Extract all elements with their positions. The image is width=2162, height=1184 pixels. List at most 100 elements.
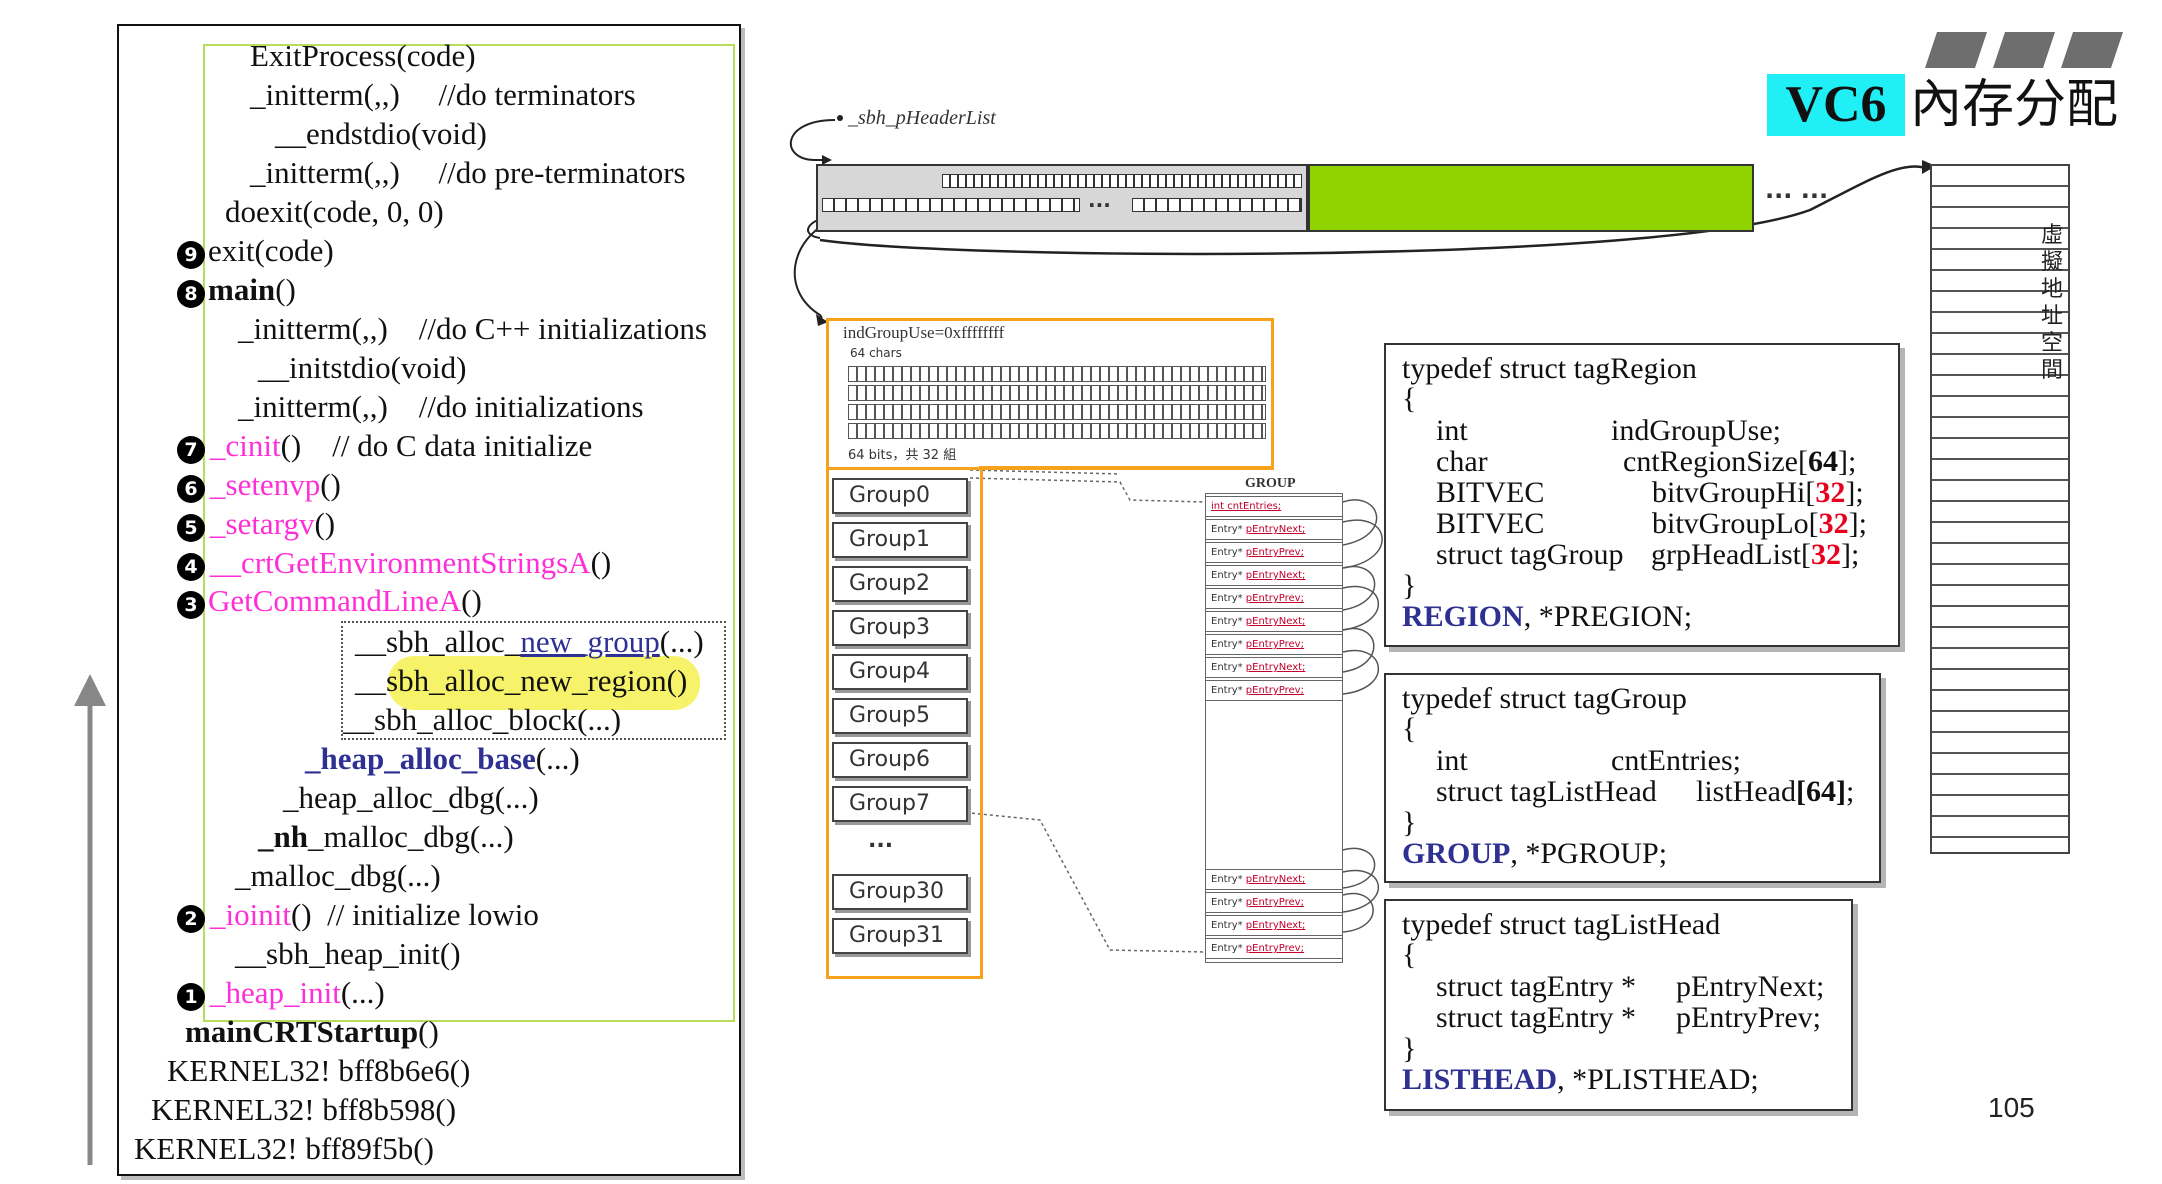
entry-next: pEntryNext; xyxy=(1245,570,1306,581)
stack-line: _nh_malloc_dbg(...) xyxy=(258,819,514,855)
field-name: cntRegionSize[64]; xyxy=(1623,446,1856,478)
call-direction-arrow xyxy=(74,674,106,1165)
entry-prev-cell: Entry* pEntryPrev; xyxy=(1205,634,1343,655)
brace-open: { xyxy=(1402,382,1417,415)
stack-line: _setenvp() xyxy=(210,467,341,503)
args: (...) xyxy=(659,624,704,659)
group-box: Group0 xyxy=(832,478,968,514)
group-box: Group5 xyxy=(832,698,968,734)
group-ellipsis: ... xyxy=(868,828,894,853)
stack-line: _heap_alloc_base(...) xyxy=(305,741,580,777)
entry-prev: pEntryPrev; xyxy=(1245,639,1304,650)
entry-type: Entry* xyxy=(1211,662,1243,673)
crtgetenv-function: __crtGetEnvironmentStringsA xyxy=(210,545,591,580)
stack-line: KERNEL32! bff8b598() xyxy=(151,1092,457,1127)
index: 32 xyxy=(1815,476,1846,509)
title-highlight xyxy=(1767,74,1905,136)
group-header: GROUP xyxy=(1245,476,1296,491)
entry-prev: pEntryPrev; xyxy=(1245,547,1304,558)
heap-init-function: _heap_init xyxy=(210,975,341,1010)
group-array-frame-edge xyxy=(979,466,1274,469)
group-array-frame xyxy=(826,466,983,979)
struct-tail: REGION, *PREGION; xyxy=(1402,601,1692,633)
entry-prev-cell: Entry* pEntryPrev; xyxy=(1205,892,1343,913)
new-group-link: new_group xyxy=(520,624,660,659)
field-type: BITVEC xyxy=(1436,476,1545,509)
header-list-label: _sbh_pHeaderList xyxy=(848,107,996,129)
step-number: 3 xyxy=(177,591,205,619)
entry-next: pEntryNext; xyxy=(1245,920,1306,931)
index: 32 xyxy=(1810,538,1841,571)
entry-type: Entry* xyxy=(1211,943,1243,954)
stack-line: __sbh_alloc_block(...) xyxy=(343,702,622,737)
getcommandline-function: GetCommandLineA xyxy=(208,583,462,618)
field-type: struct tagEntry * xyxy=(1436,1001,1636,1034)
brace-close: } xyxy=(1402,806,1417,839)
step-number: 9 xyxy=(177,241,205,269)
entry-prev-cell: Entry* pEntryPrev; xyxy=(1205,938,1343,959)
step-number: 7 xyxy=(177,436,205,464)
stack-line: ExitProcess(code) xyxy=(250,38,476,73)
entry-prev-cell: Entry* pEntryPrev; xyxy=(1205,588,1343,609)
group-box: Group2 xyxy=(832,566,968,602)
name: bitvGroupLo[ xyxy=(1652,507,1819,540)
name: listHead xyxy=(1696,775,1796,808)
step-number: 2 xyxy=(177,905,205,933)
stack-line: _initterm(,,) //do terminators xyxy=(250,77,636,112)
step-number: 8 xyxy=(177,280,205,308)
struct-name: REGION xyxy=(1402,600,1524,633)
brace-open: { xyxy=(1402,938,1417,971)
sbh-alloc-group-box xyxy=(341,621,726,740)
chars-label: 64 chars xyxy=(850,346,902,360)
fn-prefix: __sbh_alloc_ xyxy=(355,624,521,659)
entry-prev: pEntryPrev; xyxy=(1245,943,1304,954)
field-name: pEntryPrev; xyxy=(1676,1001,1821,1034)
stack-line: _initterm(,,) //do C++ initializations xyxy=(238,311,707,346)
step-number: 5 xyxy=(177,514,205,542)
entry-type: Entry* xyxy=(1211,524,1243,535)
group-box: Group4 xyxy=(832,654,968,690)
field-type: struct tagGroup xyxy=(1436,538,1624,571)
name: bitvGroupHi[ xyxy=(1652,476,1816,509)
tail: , *PGROUP; xyxy=(1510,837,1668,870)
group-entry-column xyxy=(1205,493,1343,963)
struct-head: typedef struct tagListHead xyxy=(1402,908,1721,941)
index: 64 xyxy=(1807,445,1838,478)
struct-head: typedef struct tagGroup xyxy=(1402,682,1687,715)
page-number: 105 xyxy=(1988,1092,2035,1123)
page-title: 內存分配 xyxy=(1910,75,2119,135)
index: 32 xyxy=(1818,507,1849,540)
region-bitmap-lo-tail xyxy=(1132,198,1302,212)
stack-line: __sbh_alloc_new_region() xyxy=(355,663,688,698)
region-data-block xyxy=(1308,164,1754,232)
region-bitmap-hi xyxy=(942,174,1302,188)
entry-type: Entry* xyxy=(1211,547,1243,558)
cnt-entries-label: int cntEntries; xyxy=(1211,501,1282,512)
bit-row xyxy=(848,423,1266,439)
stack-line: _malloc_dbg(...) xyxy=(235,858,441,893)
args: (...) xyxy=(535,741,580,776)
tail: , *PREGION; xyxy=(1523,600,1693,633)
struct-tail: LISTHEAD, *PLISTHEAD; xyxy=(1402,1064,1759,1096)
page-title-prefix: VC6 xyxy=(1785,76,1887,133)
args: () xyxy=(275,272,296,307)
field-type: int xyxy=(1436,744,1468,777)
args: () xyxy=(320,467,341,502)
field-type: struct tagListHead xyxy=(1436,775,1657,808)
name: cntRegionSize[ xyxy=(1623,445,1808,478)
end: ; xyxy=(1845,775,1855,808)
group-box: Group31 xyxy=(832,918,968,954)
stack-line: KERNEL32! bff8b6e6() xyxy=(167,1053,471,1088)
stack-line: _initterm(,,) //do initializations xyxy=(238,389,644,424)
title-decoration-icon xyxy=(1925,32,2123,68)
stack-line: _cinit() // do C data initialize xyxy=(210,428,592,464)
field-type: int xyxy=(1436,414,1468,447)
stack-line: __sbh_heap_init() xyxy=(235,936,461,971)
entry-next-cell: Entry* pEntryNext; xyxy=(1205,915,1343,936)
args: () // do C data initialize xyxy=(280,428,593,463)
virtual-address-space xyxy=(1930,164,2070,854)
args: (...) xyxy=(340,975,385,1010)
field-name: pEntryNext; xyxy=(1676,970,1825,1003)
entry-prev: pEntryPrev; xyxy=(1245,897,1304,908)
maincrtstartup-function: mainCRTStartup xyxy=(185,1014,419,1049)
